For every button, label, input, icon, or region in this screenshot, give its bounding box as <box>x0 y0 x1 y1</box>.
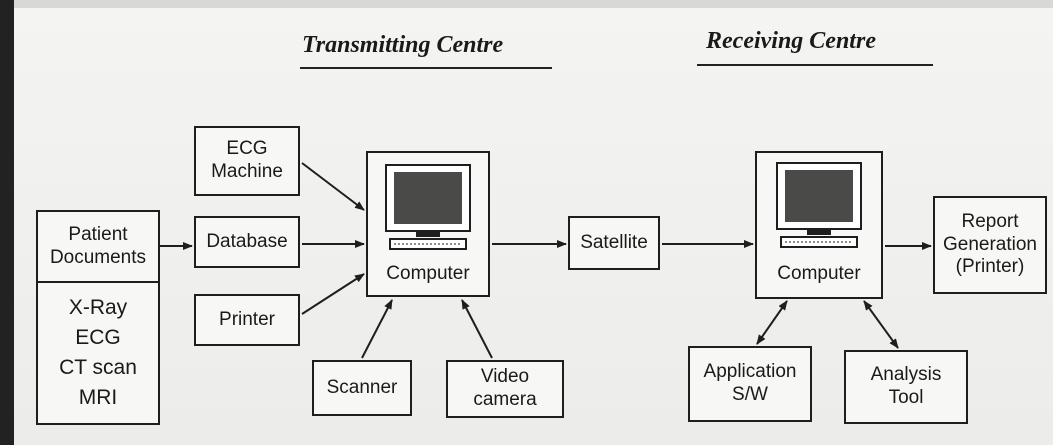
satellite-label: Satellite <box>580 231 648 253</box>
patient-item-mri: MRI <box>78 386 118 409</box>
video-camera-box: Video camera <box>446 360 564 418</box>
arrow-ecg-to-computer <box>301 162 365 211</box>
application-sw-label: Application S/W <box>703 361 797 405</box>
computer-rx-label: Computer <box>777 263 861 284</box>
database-label: Database <box>206 230 288 252</box>
photo-left-edge <box>0 0 14 445</box>
receiving-centre-heading: Receiving Centre <box>706 28 876 54</box>
application-sw-box: Application S/W <box>688 346 812 422</box>
satellite-box: Satellite <box>568 216 660 270</box>
arrow-computer-analysis <box>863 300 899 349</box>
transmitting-heading-underline <box>300 67 552 69</box>
computer-tx-box: Computer <box>366 151 490 297</box>
video-camera-label: Video camera <box>473 366 537 410</box>
arrow-camera-to-computer <box>461 299 493 359</box>
patient-item-ctscan: CT scan <box>59 356 137 379</box>
printer-box: Printer <box>194 294 300 346</box>
database-box: Database <box>194 216 300 268</box>
computer-tx-label: Computer <box>386 263 470 284</box>
ecg-machine-label: ECG Machine <box>211 138 283 182</box>
arrow-computer-application <box>756 300 788 345</box>
patient-documents-label: Patient Documents <box>49 224 147 268</box>
arrow-printer-to-computer <box>301 273 365 315</box>
scanner-box: Scanner <box>312 360 412 416</box>
report-generation-box: Report Generation (Printer) <box>933 196 1047 294</box>
patient-item-ecg: ECG <box>75 326 121 349</box>
receiving-heading-underline <box>697 64 933 66</box>
analysis-tool-box: Analysis Tool <box>844 350 968 424</box>
report-generation-label: Report Generation (Printer) <box>942 210 1037 278</box>
arrow-scanner-to-computer <box>361 299 393 359</box>
computer-rx-icon <box>776 162 862 248</box>
analysis-tool-label: Analysis Tool <box>870 364 942 408</box>
photo-top-edge <box>0 0 1053 8</box>
transmitting-centre-heading: Transmitting Centre <box>302 32 504 58</box>
scanner-label: Scanner <box>326 376 398 398</box>
computer-rx-box: Computer <box>755 151 883 299</box>
printer-label: Printer <box>219 308 275 330</box>
patient-items-box: X-Ray ECG CT scan MRI <box>36 281 160 425</box>
patient-item-xray: X-Ray <box>68 296 128 319</box>
ecg-machine-box: ECG Machine <box>194 126 300 196</box>
computer-tx-icon <box>385 164 471 250</box>
